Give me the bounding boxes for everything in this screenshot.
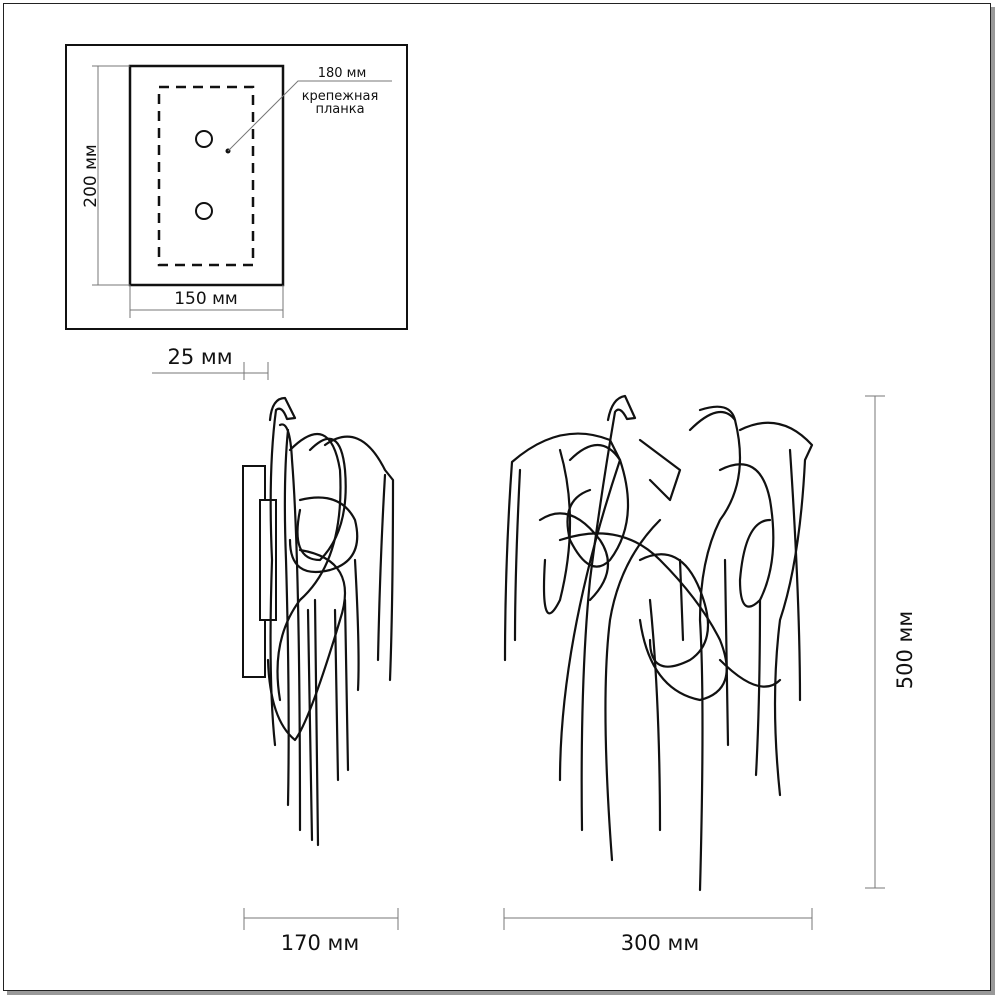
side-width-dimension-line [243, 908, 399, 930]
backplate-outline [128, 64, 285, 287]
plate-width-label: 150 мм [174, 289, 238, 309]
drawing-frame [3, 3, 991, 991]
inset-border [65, 44, 408, 330]
side-width-label: 170 мм [281, 931, 359, 955]
front-strands [503, 394, 814, 892]
height-dimension-line [865, 395, 885, 889]
front-view: 300 мм 500 мм [503, 394, 917, 955]
bar-caption-line1: крепежная [302, 89, 379, 104]
depth-offset-label: 25 мм [167, 345, 232, 369]
screw-hole-top [195, 130, 213, 148]
front-width-dimension-line [503, 908, 813, 930]
bar-caption-line2: планка [315, 102, 364, 117]
bar-length-label: 180 мм [318, 66, 367, 81]
leader-line [227, 80, 392, 152]
mounting-bar [259, 499, 277, 621]
height-dimension-line [92, 65, 130, 286]
width-dimension-line [129, 285, 284, 318]
side-strands [266, 396, 395, 847]
front-width-label: 300 мм [621, 931, 699, 955]
screw-hole-bottom [195, 202, 213, 220]
mounting-bar-outline [157, 85, 255, 267]
mounting-plate-inset: 200 мм 150 мм 180 мм крепежная планка [65, 44, 408, 330]
side-view: 25 мм 170 мм [152, 345, 399, 955]
depth-dimension-line [152, 362, 269, 380]
front-height-label: 500 мм [893, 611, 917, 689]
plate-height-label: 200 мм [81, 144, 101, 208]
